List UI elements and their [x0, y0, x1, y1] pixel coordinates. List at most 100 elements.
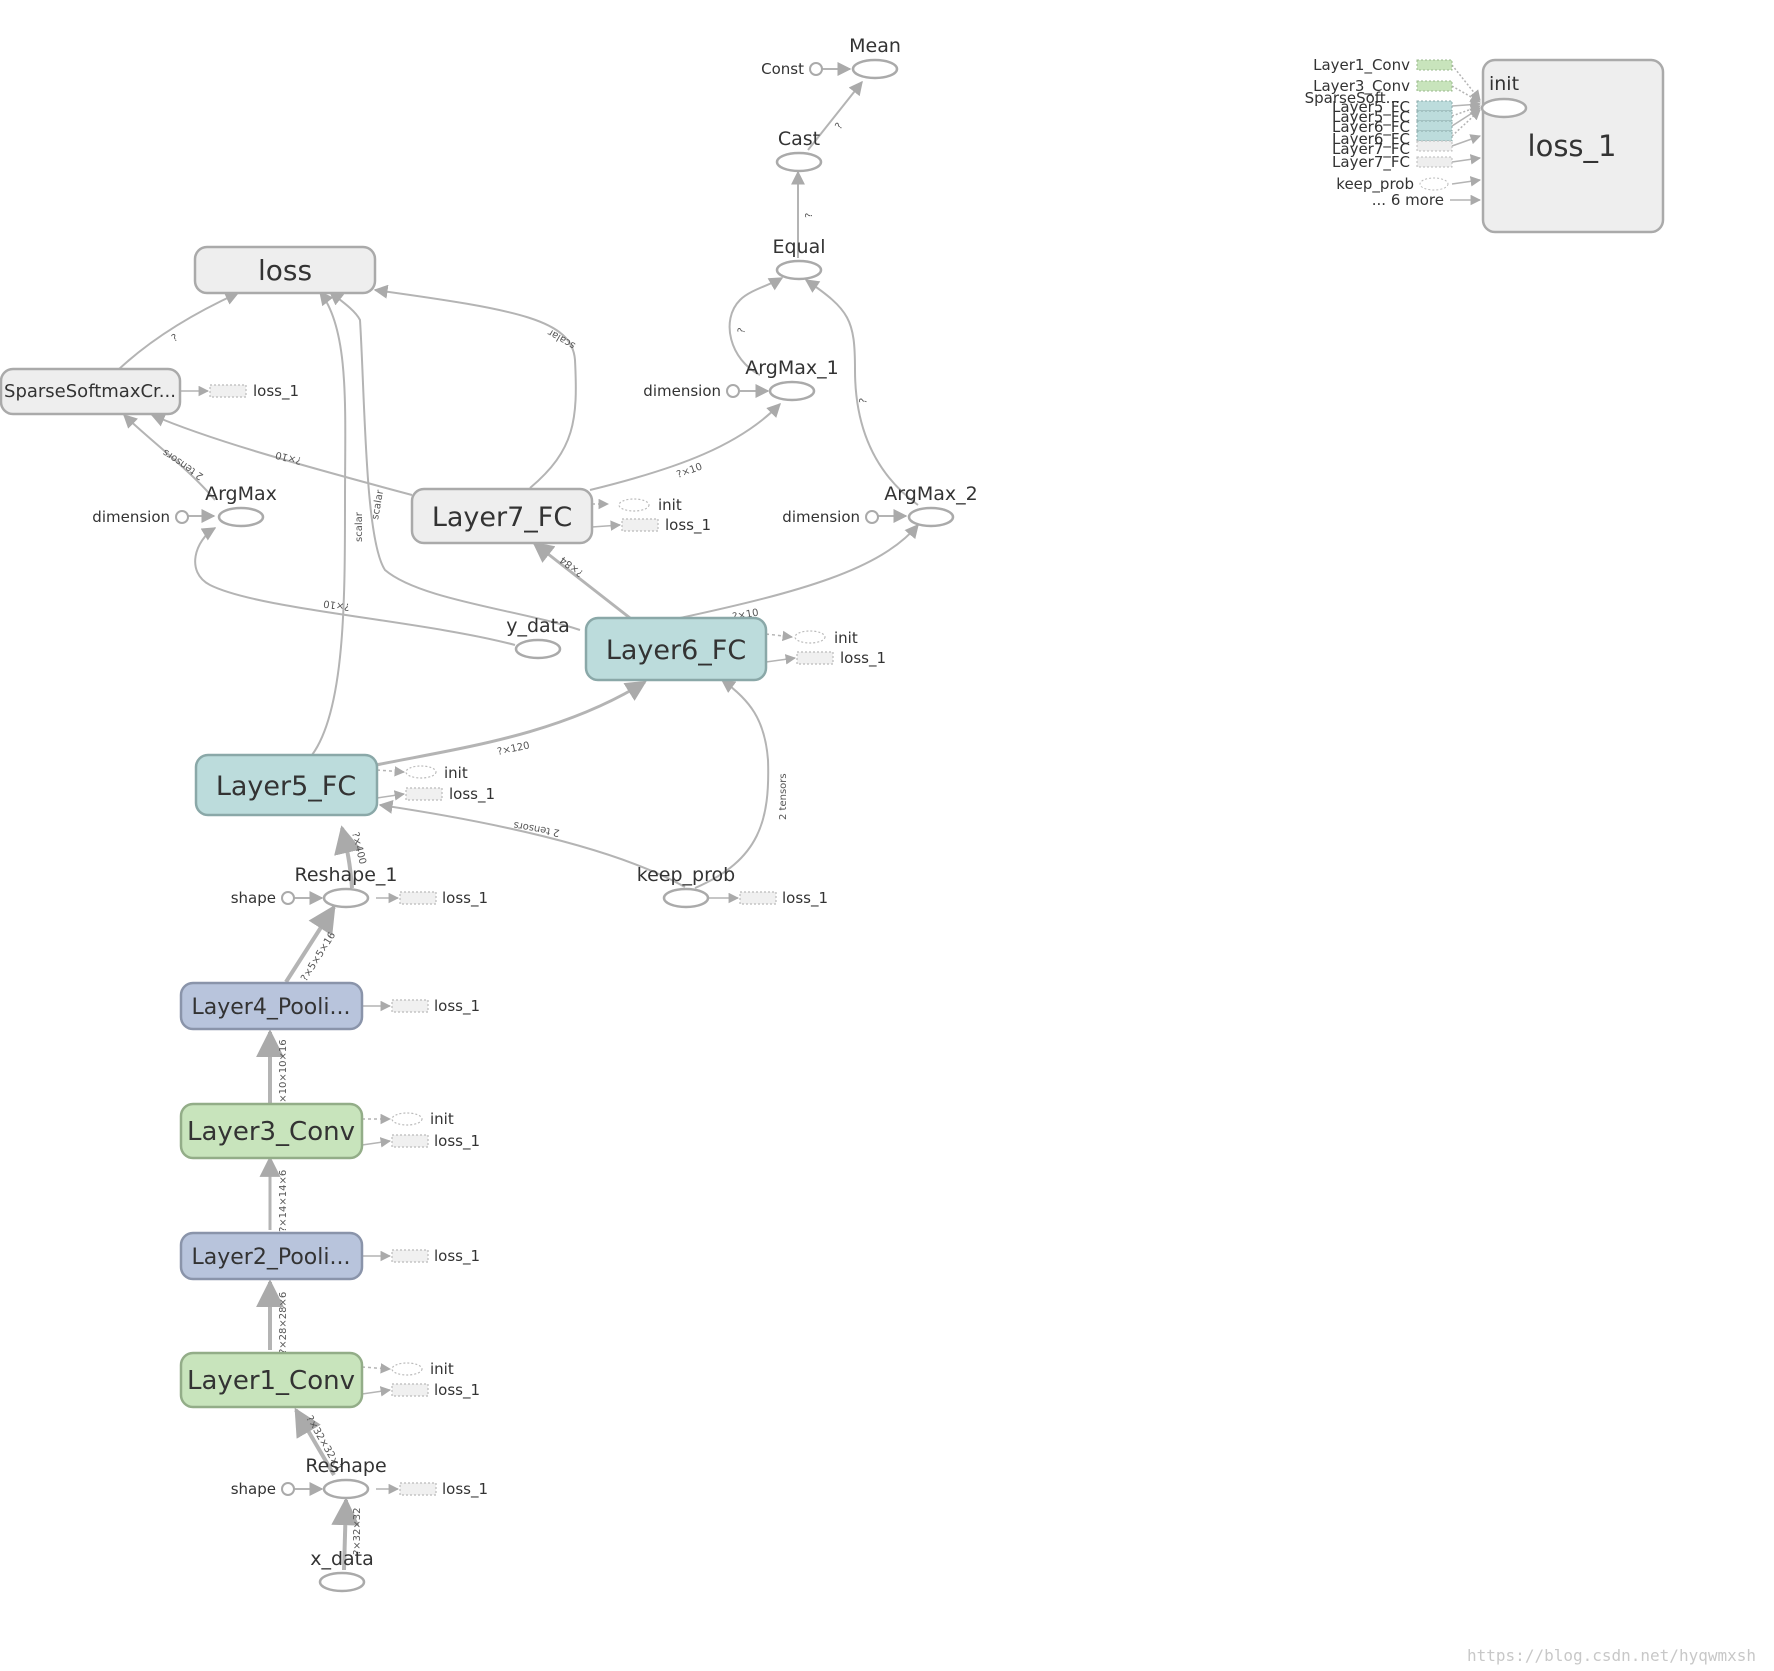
- edge-layer7-loss: [373, 284, 577, 489]
- edge-layer6-argmax2: [679, 523, 919, 619]
- edge-ydata-argmax: [194, 527, 516, 646]
- loss1-in-keepprob-oval[interactable]: [1419, 177, 1449, 191]
- op-mean[interactable]: [851, 58, 899, 80]
- node-sparse-softmax[interactable]: SparseSoftmaxCr...: [0, 367, 182, 416]
- edge-argmax1-equal: [728, 277, 784, 376]
- label-layer3-layer4: ?×10×10×16: [278, 1039, 289, 1108]
- label-equal-cast: ?: [804, 213, 815, 218]
- aux-layer4-loss1-box[interactable]: [391, 999, 429, 1013]
- loss1-in-label-3: Layer5_FC: [1332, 98, 1410, 117]
- loss1-in-label-0: Layer1_Conv: [1313, 56, 1410, 75]
- const-const[interactable]: [809, 62, 823, 76]
- loss1-in-box-1[interactable]: [1416, 80, 1453, 92]
- node-layer5-fc[interactable]: Layer5_FC: [194, 753, 379, 817]
- const-dimension-b[interactable]: [726, 384, 740, 398]
- aux-layer5-init-oval[interactable]: [405, 765, 437, 779]
- node-layer7-fc[interactable]: Layer7_FC: [410, 487, 594, 545]
- aux-nodes: [209, 384, 834, 1496]
- aux-layer5-init-label: init: [444, 764, 468, 782]
- const-shape-b[interactable]: [281, 1482, 295, 1496]
- label-layer5-loss: scalar: [354, 511, 365, 542]
- aux-keepprob-loss1-box[interactable]: [739, 891, 777, 905]
- const-shape-a-label: shape: [231, 889, 276, 907]
- edge-keepprob-layer6: [694, 679, 770, 889]
- aux-layer6-init-oval[interactable]: [794, 630, 826, 644]
- aux-layer1-init-label: init: [430, 1360, 454, 1378]
- op-reshape[interactable]: [322, 1478, 370, 1500]
- loss1-panel[interactable]: loss_1 init: [1480, 58, 1665, 234]
- edge-reshape1-layer5: [334, 825, 362, 889]
- aux-layer5-loss1: [376, 790, 406, 801]
- label-layer4-reshape1: ?×5×5×16: [299, 930, 338, 983]
- label-argmax1-equal: ?: [736, 327, 748, 335]
- aux-layer3-init-label: init: [430, 1110, 454, 1128]
- node-layer6-fc[interactable]: Layer6_FC: [584, 616, 768, 682]
- op-cast[interactable]: [775, 151, 823, 173]
- node-layer6-fc-label: Layer6_FC: [606, 635, 746, 666]
- op-y-data[interactable]: [514, 638, 562, 660]
- edge-layer5-layer6: [375, 680, 647, 767]
- aux-layer1-init-oval[interactable]: [391, 1362, 423, 1376]
- const-shape-a[interactable]: [281, 891, 295, 905]
- aux-reshape1-loss1-box[interactable]: [399, 891, 437, 905]
- op-argmax-1[interactable]: [768, 380, 816, 402]
- op-argmax-2[interactable]: [907, 506, 955, 528]
- loss1-in-box-4[interactable]: [1416, 120, 1453, 132]
- loss1-in-box-5[interactable]: [1416, 130, 1453, 142]
- loss1-in-box-3[interactable]: [1416, 110, 1453, 122]
- aux-layer2-loss1-box[interactable]: [391, 1249, 429, 1263]
- aux-layer6-loss1: [765, 654, 797, 665]
- aux-layer5-init: [376, 766, 406, 777]
- aux-layer3-init-oval[interactable]: [391, 1112, 423, 1126]
- aux-layer6-init-label: init: [834, 629, 858, 647]
- aux-layer6-loss1-box[interactable]: [796, 651, 834, 665]
- op-equal[interactable]: [775, 259, 823, 281]
- loss1-in-label-9: keep_prob: [1336, 175, 1414, 194]
- aux-softmax-loss1-box[interactable]: [209, 384, 247, 398]
- op-reshape-1[interactable]: [322, 887, 370, 909]
- op-mean-label: Mean: [849, 35, 901, 57]
- aux-layer1-loss1: [361, 1386, 392, 1397]
- loss1-in-box-7[interactable]: [1416, 156, 1453, 168]
- op-argmax[interactable]: [217, 506, 265, 528]
- aux-keepprob-loss1-label: loss_1: [782, 889, 828, 908]
- loss1-panel-init-op[interactable]: [1480, 97, 1528, 119]
- op-cast-label: Cast: [778, 128, 820, 150]
- node-layer1-conv[interactable]: Layer1_Conv: [179, 1351, 364, 1409]
- op-equal-label: Equal: [772, 236, 825, 258]
- aux-layer5-loss1-box[interactable]: [405, 787, 443, 801]
- const-dimension-c-label: dimension: [782, 508, 860, 526]
- aux-reshape-loss1-box[interactable]: [399, 1482, 437, 1496]
- edges: [117, 62, 919, 1571]
- loss1-in-box-0[interactable]: [1416, 59, 1453, 71]
- loss1-in-label-8: Layer7_FC: [1332, 153, 1410, 172]
- aux-layer3-loss1: [361, 1137, 392, 1148]
- label-x-data-reshape: ?×32×32: [352, 1507, 363, 1555]
- const-dimension-a[interactable]: [175, 510, 189, 524]
- op-argmax-1-label: ArgMax_1: [745, 357, 838, 379]
- op-x-data[interactable]: [318, 1571, 366, 1593]
- aux-layer7-init-label: init: [658, 496, 682, 514]
- loss1-in-box-6[interactable]: [1416, 140, 1453, 152]
- aux-layer7-loss1-box[interactable]: [621, 518, 659, 532]
- const-dimension-c[interactable]: [865, 510, 879, 524]
- aux-layer1-loss1-box[interactable]: [391, 1383, 429, 1397]
- op-keep-prob[interactable]: [662, 887, 710, 909]
- edge-layer5-loss: [311, 290, 347, 756]
- loss1-panel-title: loss_1: [1528, 129, 1617, 163]
- label-layer7-softmax: ?×10: [274, 449, 302, 466]
- edge-argmax-softmax: [122, 414, 216, 501]
- node-layer3-conv[interactable]: Layer3_Conv: [179, 1102, 364, 1160]
- edge-layer7-argmax1: [589, 402, 781, 491]
- loss1-in-label-5: Layer6_FC: [1332, 118, 1410, 137]
- node-layer2-pool[interactable]: Layer2_Pooli...: [179, 1231, 364, 1281]
- label-layer1-layer2: ?×28×28×6: [278, 1292, 289, 1354]
- node-layer4-pool-label: Layer4_Pooli...: [192, 995, 351, 1020]
- node-loss[interactable]: loss: [193, 245, 377, 295]
- loss1-in-box-2[interactable]: [1416, 100, 1453, 112]
- node-layer4-pool[interactable]: Layer4_Pooli...: [179, 981, 364, 1031]
- aux-layer3-loss1-box[interactable]: [391, 1134, 429, 1148]
- loss1-in-label-2: SparseSoft...: [1305, 89, 1400, 107]
- label-keepprob-layer6: 2 tensors: [778, 773, 789, 820]
- aux-layer7-init-oval[interactable]: [618, 498, 650, 512]
